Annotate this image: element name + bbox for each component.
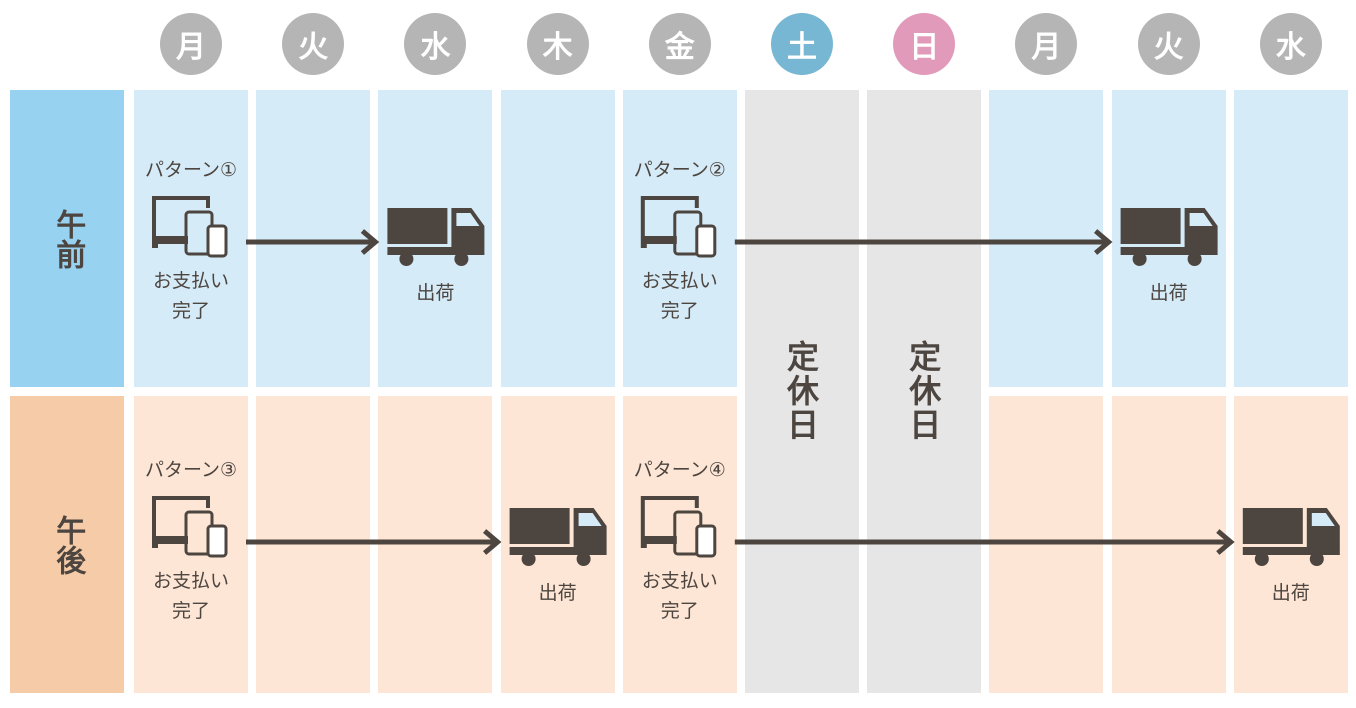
cell-pm-1	[256, 396, 371, 693]
cell-pm-9	[1233, 396, 1348, 693]
cell-pm-0	[134, 396, 248, 693]
cell-am-7	[989, 90, 1104, 387]
cell-am-2	[378, 90, 493, 387]
payment-line1: お支払い	[641, 570, 718, 592]
ship-label: 出荷	[416, 282, 455, 304]
row-label-am: 午前	[10, 90, 124, 387]
payment-complete-label: お支払い完了	[620, 566, 740, 626]
pattern-title: パターン③	[144, 459, 238, 481]
cell-am-1	[256, 90, 371, 387]
cell-am-3	[500, 90, 615, 387]
payment-line1: お支払い	[641, 270, 718, 292]
day-header-6: 日	[893, 13, 956, 75]
payment-line1: お支払い	[152, 570, 229, 592]
payment-line2: 完了	[660, 600, 699, 622]
pattern-title: パターン②	[633, 159, 726, 181]
holiday-column-6	[867, 90, 982, 693]
payment-complete-label: お支払い完了	[131, 266, 251, 326]
cell-am-0	[134, 90, 248, 387]
cell-am-8	[1111, 90, 1226, 387]
cell-pm-8	[1111, 396, 1226, 693]
ship-label: 出荷	[1271, 582, 1310, 604]
payment-line2: 完了	[660, 300, 699, 322]
cell-pm-3	[500, 396, 615, 693]
cell-pm-4	[622, 396, 737, 693]
row-label-pm: 午後	[10, 396, 124, 693]
payment-line2: 完了	[171, 600, 210, 622]
ship-label: 出荷	[538, 582, 577, 604]
payment-line2: 完了	[171, 300, 210, 322]
cell-pm-2	[378, 396, 493, 693]
day-header-9: 水	[1259, 13, 1322, 75]
holiday-label: 定休日	[904, 340, 943, 442]
cell-am-9	[1233, 90, 1348, 387]
day-header-4: 金	[648, 13, 711, 75]
ship-label: 出荷	[1149, 282, 1188, 304]
day-header-2: 水	[404, 13, 467, 75]
cell-am-4	[622, 90, 737, 387]
day-header-5: 土	[771, 13, 833, 75]
day-header-0: 月	[160, 13, 222, 75]
holiday-label: 定休日	[782, 340, 820, 442]
payment-complete-label: お支払い完了	[131, 566, 251, 626]
holiday-column-5	[745, 90, 859, 693]
day-header-3: 木	[526, 13, 589, 75]
day-header-7: 月	[1015, 13, 1078, 75]
day-header-8: 火	[1137, 13, 1200, 75]
day-header-1: 火	[282, 13, 345, 75]
cell-pm-7	[989, 396, 1104, 693]
payment-line1: お支払い	[152, 270, 229, 292]
pattern-title: パターン④	[633, 459, 726, 481]
payment-complete-label: お支払い完了	[620, 266, 740, 326]
pattern-title: パターン①	[144, 159, 238, 181]
